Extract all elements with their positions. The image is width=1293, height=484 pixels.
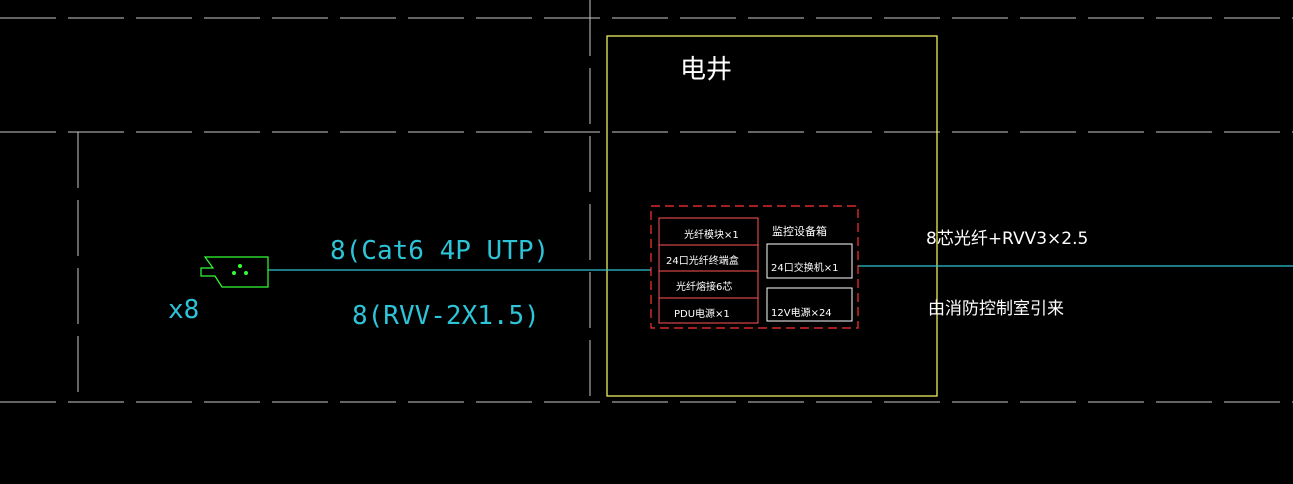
wall-lines bbox=[0, 0, 1293, 403]
cable-right-line1: 8芯光纤+RVV3×2.5 bbox=[926, 229, 1088, 249]
camera-dot-3 bbox=[244, 271, 248, 275]
cabinet-item-pdu: PDU电源×1 bbox=[674, 307, 730, 320]
camera-body bbox=[200, 256, 269, 288]
camera-count-label: x8 bbox=[168, 295, 199, 325]
cable-left-line1: 8(Cat6 4P UTP) bbox=[330, 236, 549, 266]
cabinet-title: 监控设备箱 bbox=[772, 224, 827, 238]
electrical-shaft-box bbox=[606, 35, 938, 397]
camera-icon bbox=[200, 256, 269, 288]
cabinet-item-fiber-splice: 光纤熔接6芯 bbox=[676, 280, 732, 293]
shaft-title: 电井 bbox=[680, 55, 732, 85]
cabinet-item-power: 12V电源×24 bbox=[771, 306, 832, 319]
cable-left-line2: 8(RVV-2X1.5) bbox=[352, 301, 540, 331]
cabinet-item-fiber-module: 光纤模块×1 bbox=[684, 228, 739, 241]
switch-box bbox=[766, 243, 853, 279]
camera-dot-1 bbox=[238, 264, 242, 268]
monitoring-cabinet-box bbox=[650, 205, 859, 329]
cable-right-line2: 由消防控制室引来 bbox=[928, 299, 1064, 319]
cabinet-item-fiber-terminal: 24口光纤终端盒 bbox=[666, 254, 739, 267]
cabinet-item-switch: 24口交换机×1 bbox=[771, 261, 838, 274]
cabinet-left-column bbox=[658, 217, 759, 324]
camera-dot-2 bbox=[232, 271, 236, 275]
power-box bbox=[766, 287, 853, 322]
